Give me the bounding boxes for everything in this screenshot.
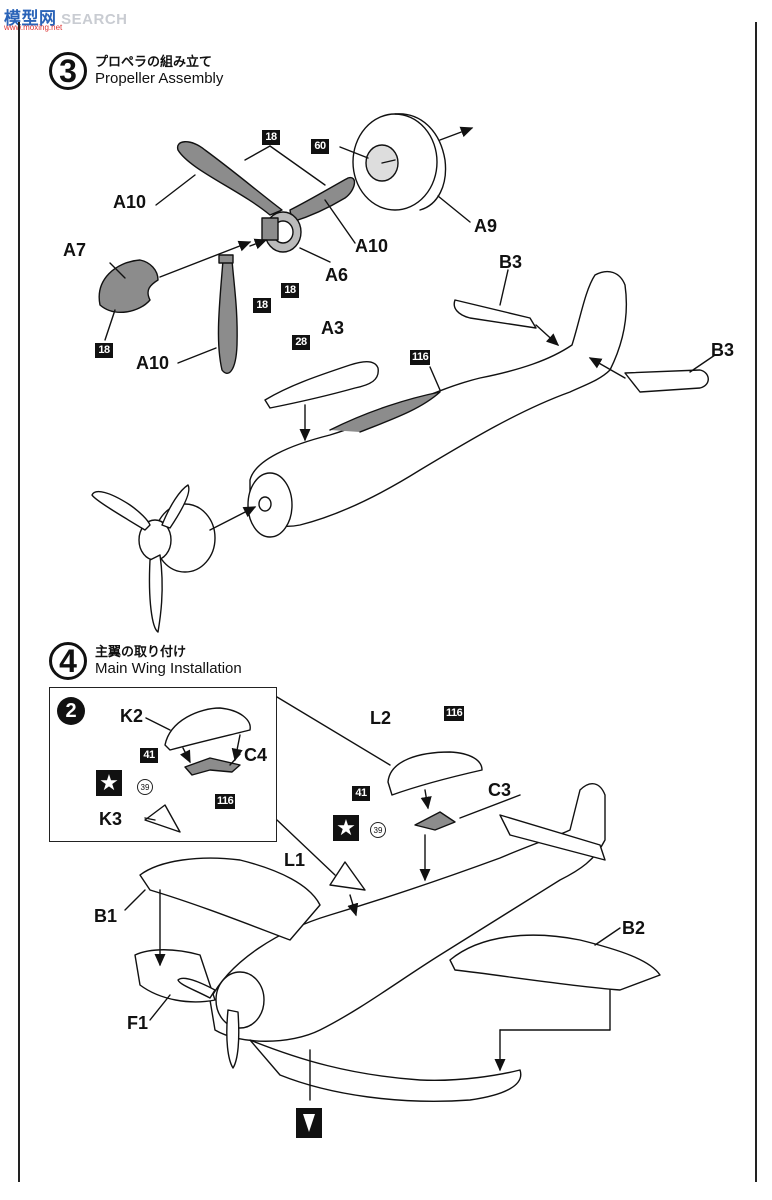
- watermark-url: www.moxing.net: [4, 23, 63, 32]
- star-decal-icon: ★: [333, 815, 359, 841]
- label-b3-top: B3: [499, 252, 523, 272]
- label-k3: K3: [99, 809, 123, 829]
- assembled-propeller: [91, 484, 216, 633]
- color-badge-116: 116: [444, 706, 465, 721]
- watermark: 模型网 SEARCH www.moxing.net: [4, 4, 128, 32]
- label-c4: C4: [244, 745, 268, 765]
- step-3-heading: 3 プロペラの組み立て Propeller Assembly: [49, 52, 223, 90]
- left-frame-line: [18, 22, 20, 1182]
- label-b3-right: B3: [711, 340, 735, 360]
- detail-inset: [49, 687, 277, 842]
- color-badge-41: 41: [352, 786, 370, 801]
- propeller-blades-a10: [176, 141, 356, 374]
- color-badge-28: 28: [292, 335, 310, 350]
- right-frame-line: [755, 22, 757, 1182]
- label-f1: F1: [127, 1013, 149, 1033]
- color-badge-60: 60: [311, 139, 329, 154]
- seat-part-c4: [184, 757, 241, 776]
- fuselage: [247, 270, 628, 538]
- tailplane-b3-right: [624, 369, 709, 393]
- decal-number-39: 39: [137, 779, 153, 795]
- cowl-front-a9: [352, 113, 447, 211]
- color-badge-18: 18: [95, 343, 113, 358]
- cowl-top-a3: [264, 360, 379, 409]
- step-number: 3: [49, 52, 87, 90]
- step-number: 4: [49, 642, 87, 680]
- step-title-jp: プロペラの組み立て: [95, 54, 213, 70]
- color-badge-18: 18: [262, 130, 280, 145]
- color-badge-41: 41: [140, 748, 158, 763]
- star-decal-icon: ★: [96, 770, 122, 796]
- label-a7: A7: [63, 240, 87, 260]
- aircraft-wing-assembly: [134, 783, 661, 1102]
- propeller-hub-a6: [261, 211, 302, 253]
- label-a10-top: A10: [113, 192, 147, 212]
- step-title-en: Main Wing Installation: [95, 659, 242, 677]
- label-c3: C3: [488, 780, 512, 800]
- sub-step-number: 2: [57, 697, 85, 725]
- step-title-en: Propeller Assembly: [95, 69, 224, 87]
- seat-c3: [414, 811, 456, 831]
- watermark-brand-en: SEARCH: [61, 11, 128, 28]
- color-badge-18: 18: [281, 283, 299, 298]
- label-a3: A3: [321, 318, 345, 338]
- watermark-brand-cn: 模型网: [4, 9, 57, 28]
- windscreen-l1: [329, 861, 366, 891]
- step-title-jp: 主翼の取り付け: [95, 644, 187, 660]
- label-a9: A9: [474, 216, 498, 236]
- label-l2: L2: [370, 708, 392, 728]
- spinner-a7: [98, 259, 159, 313]
- label-a10-bottom: A10: [136, 353, 170, 373]
- canopy-l2: [387, 751, 483, 796]
- color-badge-116: 116: [410, 350, 431, 365]
- cut-off-icon: [296, 1108, 322, 1138]
- color-badge-116: 116: [215, 794, 236, 809]
- tailplane-b3-left: [453, 299, 537, 329]
- label-l1: L1: [284, 850, 306, 870]
- canopy-k2: [164, 707, 251, 751]
- windscreen-k3: [144, 804, 181, 833]
- label-a6: A6: [325, 265, 349, 285]
- decal-number-39: 39: [370, 822, 386, 838]
- label-b2: B2: [622, 918, 646, 938]
- color-badge-18: 18: [253, 298, 271, 313]
- label-k2: K2: [120, 706, 144, 726]
- step-4-heading: 4 主翼の取り付け Main Wing Installation: [49, 642, 242, 680]
- label-b1: B1: [94, 906, 118, 926]
- label-a10-right: A10: [355, 236, 389, 256]
